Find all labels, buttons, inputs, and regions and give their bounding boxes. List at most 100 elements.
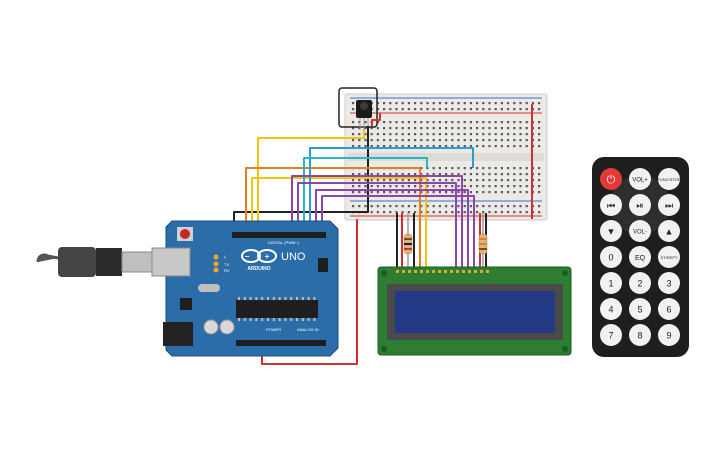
hole — [445, 121, 448, 124]
hole — [426, 108, 429, 111]
hole — [389, 121, 392, 124]
hole — [463, 133, 466, 136]
hole — [445, 102, 448, 105]
resistor-band — [479, 238, 487, 240]
wire-purple-lcd-d4[interactable] — [297, 182, 457, 270]
led-rx-label: RX — [224, 268, 230, 273]
remote-3-button[interactable]: 3 — [658, 272, 680, 294]
remote-0-button[interactable]: 0 — [600, 246, 622, 268]
remote-prev-button[interactable]: ⏮ — [600, 194, 622, 216]
hole — [426, 121, 429, 124]
hole — [457, 205, 460, 208]
hole — [525, 121, 528, 124]
hole — [494, 205, 497, 208]
hole — [488, 211, 491, 214]
remote-4-button[interactable]: 4 — [600, 298, 622, 320]
hole — [507, 173, 510, 176]
hole — [488, 145, 491, 148]
ir-receiver[interactable] — [338, 87, 378, 130]
ir-remote[interactable]: ⏻ VOL+ FUNC/STOP ⏮ ⏯ ⏭ ▼ VOL- — [592, 157, 689, 357]
hole — [507, 179, 510, 182]
hole — [463, 205, 466, 208]
remote-2-button[interactable]: 2 — [629, 272, 651, 294]
hole — [469, 145, 472, 148]
usb-plug-grip — [96, 248, 122, 276]
hole — [389, 145, 392, 148]
wire-yellow-ir-signal[interactable] — [257, 130, 365, 232]
remote-st-rept-button[interactable]: ST/REPT — [658, 246, 680, 268]
arduino-uno-board[interactable]: − + ARDUINO UNO DIGITAL (PWM~) POWER ANA… — [36, 220, 339, 357]
remote-9-button[interactable]: 9 — [658, 324, 680, 346]
hole — [401, 145, 404, 148]
hole — [401, 127, 404, 130]
logo-plus: + — [265, 252, 270, 261]
remote-7-button[interactable]: 7 — [600, 324, 622, 346]
remote-up-button[interactable]: ▲ — [658, 220, 680, 242]
hole — [469, 173, 472, 176]
hole — [500, 211, 503, 214]
hole — [438, 127, 441, 130]
remote-play-pause-button-face — [629, 194, 651, 216]
remote-vol-down-button[interactable]: VOL- — [629, 220, 651, 242]
wire-purple-lcd-d5[interactable] — [291, 175, 463, 270]
wire-purple-lcd-d7[interactable] — [321, 195, 475, 270]
remote-1-button[interactable]: 1 — [600, 272, 622, 294]
resistor[interactable] — [403, 213, 413, 270]
led-tx-label: TX — [224, 262, 229, 267]
remote-6-button[interactable]: 6 — [658, 298, 680, 320]
led-tx — [213, 261, 219, 267]
wire-orange-lcd[interactable] — [245, 167, 421, 270]
hole — [395, 185, 398, 188]
wire-red-ir-power[interactable] — [371, 113, 381, 126]
hole — [364, 173, 367, 176]
hole — [261, 318, 264, 321]
wire-yellow-lcd[interactable] — [251, 177, 427, 270]
hole — [395, 205, 398, 208]
remote-power-button[interactable]: ⏻ — [600, 168, 622, 190]
remote-play-pause-button[interactable]: ⏯ — [629, 194, 651, 216]
remote-vol-up-button[interactable]: VOL+ — [629, 168, 651, 190]
hole — [463, 121, 466, 124]
hole — [383, 133, 386, 136]
reset-button[interactable] — [180, 229, 190, 239]
hole — [519, 102, 522, 105]
wire-purple-lcd-d6[interactable] — [315, 189, 469, 270]
hole — [445, 108, 448, 111]
hole — [383, 108, 386, 111]
hole — [420, 191, 423, 194]
remote-down-button[interactable]: ▼ — [600, 220, 622, 242]
hole — [383, 145, 386, 148]
hole — [401, 102, 404, 105]
hole — [538, 121, 541, 124]
hole — [376, 102, 379, 105]
hole — [500, 121, 503, 124]
hole — [507, 133, 510, 136]
remote-5-button[interactable]: 5 — [629, 298, 651, 320]
hole — [438, 167, 441, 170]
hole — [383, 121, 386, 124]
hole — [438, 108, 441, 111]
remote-eq-button[interactable]: EQ — [629, 246, 651, 268]
hole — [414, 108, 417, 111]
hole — [358, 205, 361, 208]
remote-next-button[interactable]: ⏭ — [658, 194, 680, 216]
hole — [432, 211, 435, 214]
hole — [401, 121, 404, 124]
lcd-module[interactable] — [377, 266, 572, 356]
lcd-pins — [396, 270, 489, 273]
remote-8-button[interactable]: 8 — [629, 324, 651, 346]
hole — [494, 102, 497, 105]
hole — [407, 173, 410, 176]
remote-vol-up-button-face — [629, 168, 651, 190]
wire-blue-lcd[interactable] — [309, 147, 474, 232]
resistor-band — [479, 248, 487, 250]
hole — [438, 270, 441, 273]
hole — [507, 167, 510, 170]
wire-cyan-lcd[interactable] — [303, 157, 428, 232]
resistor[interactable] — [478, 213, 488, 270]
hole — [414, 173, 417, 176]
hole — [414, 191, 417, 194]
hole — [407, 139, 410, 142]
